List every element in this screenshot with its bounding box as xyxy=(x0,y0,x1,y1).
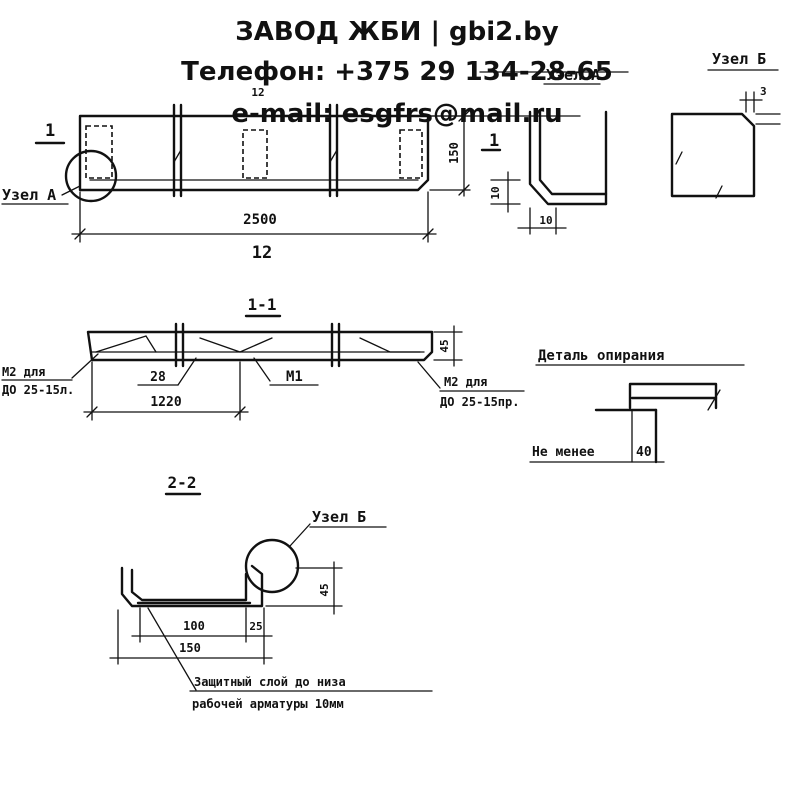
section-1-1-dim28-leader xyxy=(177,357,197,386)
section-2-2-note-line1: Защитный слой до низа xyxy=(194,675,346,689)
support-dim40: 40 xyxy=(636,445,652,460)
section-2-2: 2-2 Узел Б 45 100 25 150 Защитный слой д… xyxy=(109,473,433,711)
support-slab-outline xyxy=(628,382,718,410)
section-1-1-m2-right-line2: ДО 25-15пр. xyxy=(440,395,519,409)
section-1-1-m1-text: М1 xyxy=(286,369,303,385)
support-detail-title: Деталь опирания xyxy=(538,348,664,364)
node-b-dim3-text: 3 xyxy=(760,85,767,98)
node-b-break-tick-bottom xyxy=(715,185,723,199)
plan-opening-middle xyxy=(242,129,268,179)
node-a-dim10v-text: 10 xyxy=(489,186,502,199)
section-1-1-m2-right-line1: М2 для xyxy=(444,375,487,389)
section-1-1-dim1220-tick-right xyxy=(234,406,246,418)
node-a-detail: Узел А 10 10 xyxy=(489,66,608,235)
node-b-detail: Узел Б 3 xyxy=(670,50,781,199)
section-2-2-dim150-text: 150 xyxy=(179,641,201,655)
section-2-2-dim45-text: 45 xyxy=(318,583,331,596)
plan-section-mark-right: 1 xyxy=(489,131,499,151)
section-1-1-dim1220-text: 1220 xyxy=(150,395,181,410)
plan-dim-tick-right xyxy=(422,228,434,240)
plan-dim150-text: 150 xyxy=(447,142,461,164)
section-1-1-m2-left-line2: ДО 25-15л. xyxy=(2,383,74,397)
section-1-1-dim45-text: 45 xyxy=(438,339,451,352)
node-a-outer-edge xyxy=(528,110,608,206)
section-2-2-node-b-leader xyxy=(289,523,311,547)
plan-break-tick-left xyxy=(173,149,182,163)
section-1-1-lifting-loop-middle xyxy=(199,337,273,353)
header-company: ЗАВОД ЖБИ | gbi2.by xyxy=(235,17,558,47)
plan-dim-tick-left xyxy=(74,228,86,240)
support-break-tick xyxy=(707,389,721,411)
section-1-1-m2-right-leader xyxy=(417,361,441,389)
plan-opening-right xyxy=(399,129,423,179)
node-b-title: Узел Б xyxy=(712,50,766,68)
support-detail: Деталь опирания Не менее 40 xyxy=(529,348,745,464)
plan-node-a-circle xyxy=(64,149,118,203)
node-b-break-tick-left xyxy=(675,151,683,165)
plan-section-mark: 1 xyxy=(45,121,55,141)
section-1-1-lifting-loop-right xyxy=(359,337,421,353)
plan-dim150-tick-bottom xyxy=(458,184,470,196)
section-2-2-dim25-text: 25 xyxy=(249,620,262,633)
plan-mark-12: 12 xyxy=(251,86,264,99)
plan-node-a-label: Узел А xyxy=(2,186,56,204)
section-1-1-outline xyxy=(86,330,434,362)
section-2-2-inner xyxy=(130,568,248,602)
plan-node-a-leader xyxy=(61,185,81,196)
section-2-2-note-line2: рабочей арматуры 10мм xyxy=(192,697,344,711)
node-a-inner-edge xyxy=(538,110,608,196)
section-2-2-node-b-circle xyxy=(244,538,300,594)
section-1-1-title: 1-1 xyxy=(248,295,277,314)
section-2-2-title: 2-2 xyxy=(168,473,197,492)
section-2-2-dim100-text: 100 xyxy=(183,619,205,633)
plan-break-tick-right xyxy=(329,149,338,163)
section-2-2-note-leader xyxy=(147,607,197,691)
support-label: Не менее xyxy=(532,445,595,460)
plan-view: 1 12 Узел А 2500 12 150 1 xyxy=(1,86,502,263)
section-1-1-m1-leader xyxy=(253,357,271,382)
section-2-2-node-b-label: Узел Б xyxy=(312,508,366,526)
section-1-1: 1-1 45 М2 для ДО 25-15л. 28 М1 1220 xyxy=(1,295,525,421)
section-1-1-dim1220-tick-left xyxy=(86,406,98,418)
plan-bottom-label: 12 xyxy=(252,243,272,263)
section-1-1-m2-left-leader xyxy=(71,353,99,379)
node-b-outline xyxy=(670,112,756,198)
header-email: e-mail: esgfrs@mail.ru xyxy=(231,99,562,129)
node-a-dim10h-text: 10 xyxy=(539,214,552,227)
section-2-2-outline xyxy=(120,564,264,608)
section-1-1-lifting-loop-left xyxy=(95,335,157,353)
section-1-1-m2-left-line1: М2 для xyxy=(2,365,45,379)
section-1-1-dim28-text: 28 xyxy=(150,370,166,385)
node-a-title: Узел А xyxy=(546,66,600,84)
plan-dim-length-text: 2500 xyxy=(243,212,277,228)
